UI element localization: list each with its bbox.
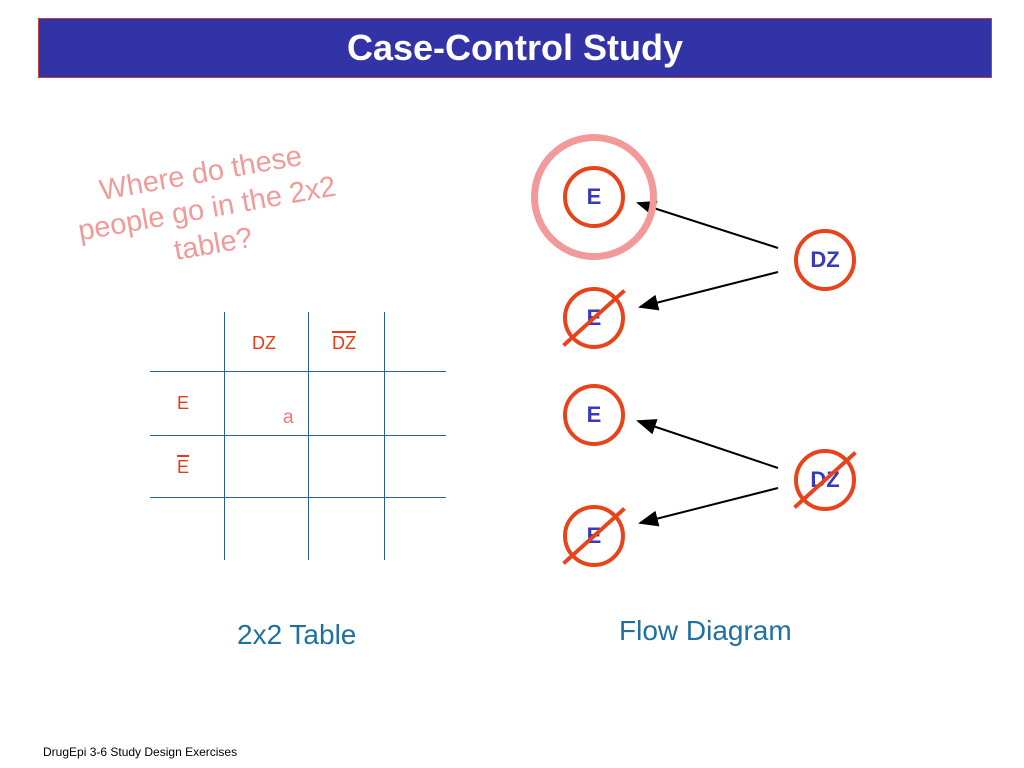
highlight-ring (531, 134, 657, 260)
arrow-dz-to-not-e (638, 271, 779, 311)
flow-caption: Flow Diagram (619, 615, 792, 646)
footer-text: DrugEpi 3-6 Study Design Exercises (43, 745, 238, 759)
arrow-dz-to-e (636, 200, 779, 249)
table-hline (150, 435, 446, 436)
slide-title: Case-Control Study (346, 27, 684, 68)
table-hline (150, 371, 446, 372)
node-disease: DZ (794, 229, 856, 291)
table-hline (150, 497, 446, 498)
table-vline (384, 312, 385, 560)
table-vline (224, 312, 225, 560)
node-exposed-bottom: E (563, 384, 625, 446)
col-label-no-disease: DZ (332, 333, 356, 353)
col-label-disease: DZ (252, 333, 276, 353)
table-caption: 2x2 Table (237, 619, 357, 650)
row-label-unexposed: E (177, 457, 190, 477)
question-text: Where do these people go in the 2x2 tabl… (75, 140, 339, 268)
arrow-not-dz-to-e (636, 419, 779, 469)
cell-a: a (283, 407, 294, 428)
table-vline (308, 312, 309, 560)
row-label-exposed: E (177, 393, 190, 413)
title-bar: Case-Control Study (38, 18, 992, 78)
arrow-not-dz-to-not-e (638, 487, 779, 527)
node-exposed-top: E (563, 166, 625, 228)
